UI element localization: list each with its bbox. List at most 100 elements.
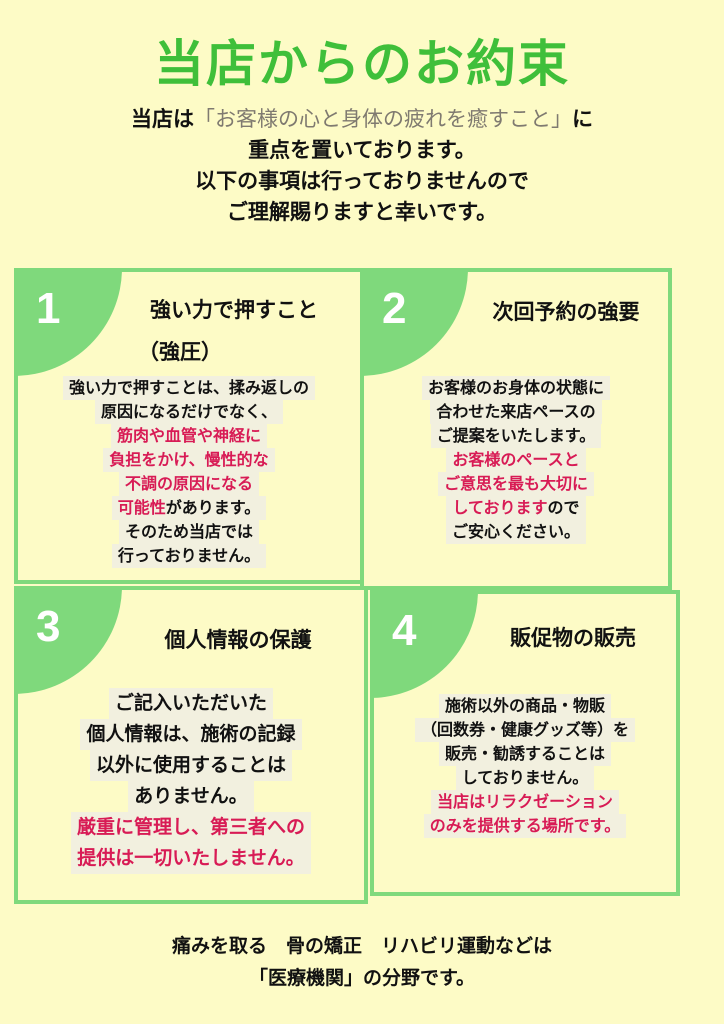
- card-corner-decoration: [18, 272, 122, 376]
- card-body-line: 個人情報は、施術の記録: [18, 719, 364, 750]
- card-body-line-text: 合わせた来店ペースの: [430, 400, 602, 424]
- card-body-line-text: 個人情報は、施術の記録: [80, 719, 302, 750]
- card-body-line-main: 負担をかけ、慢性的な: [109, 450, 269, 469]
- card-body-line-text: そのため当店では: [118, 520, 259, 544]
- card-body-line: 当店はリラクゼーション: [374, 790, 676, 814]
- card-body-line-main: 施術以外の商品・物販: [444, 696, 605, 715]
- card-body-line: しておりますので: [364, 496, 668, 520]
- intro-line-3: 以下の事項は行っておりませんので: [195, 169, 529, 193]
- card-number: 3: [36, 602, 61, 651]
- card-body-line-text: 販売・勧誘することは: [438, 742, 611, 766]
- card-body-line: 不調の原因になる: [18, 472, 360, 496]
- card-body-line-text: しておりますので: [446, 496, 586, 520]
- card-body-line-text: ご提案をいたします。: [430, 424, 602, 448]
- card-title-line-1: 個人情報の保護: [164, 628, 312, 652]
- intro-line-2: 重点を置いております。: [248, 138, 476, 162]
- promise-card-1: 1 強い力で押すこと （強圧） 強い力で押すことは、揉み返しの原因になるだけでな…: [14, 268, 364, 584]
- card-number: 1: [36, 284, 61, 333]
- card-body-line-main: お客様のお身体の状態に: [427, 378, 604, 397]
- card-body-line-suffix: があります。: [165, 498, 261, 517]
- card-body-line: 厳重に管理し、第三者への: [18, 812, 364, 843]
- card-body-line: 負担をかけ、慢性的な: [18, 448, 360, 472]
- card-body-line-text: お客様のお身体の状態に: [421, 376, 610, 400]
- card-body-line-text: 不調の原因になる: [118, 472, 259, 496]
- card-body-line-main: 合わせた来店ペースの: [436, 402, 596, 421]
- card-body-line: お客様のペースと: [364, 448, 668, 472]
- card-body-line-main: 行っておりません。: [117, 546, 261, 565]
- card-body-line-text: 強い力で押すことは、揉み返しの: [62, 376, 315, 400]
- card-body-line-text: 行っておりません。: [111, 544, 267, 568]
- card-body-line: お客様のお身体の状態に: [364, 376, 668, 400]
- footer-line-2: 「医療機関」の分野です。: [248, 967, 476, 989]
- card-title: 次回予約の強要: [472, 294, 660, 330]
- card-body-line-main: しております: [452, 498, 548, 517]
- card-body-line: そのため当店では: [18, 520, 360, 544]
- card-body-line-text: ありません。: [128, 781, 254, 812]
- card-body-line-text: 施術以外の商品・物販: [438, 694, 611, 718]
- card-body-line-main: 個人情報は、施術の記録: [86, 723, 296, 745]
- card-body-line-main: 不調の原因になる: [124, 474, 253, 493]
- card-body-line: 筋肉や血管や神経に: [18, 424, 360, 448]
- card-body-line-text: 負担をかけ、慢性的な: [103, 448, 275, 472]
- card-body-line: 可能性があります。: [18, 496, 360, 520]
- card-body-line-main: ご提案をいたします。: [436, 426, 596, 445]
- card-body-line-main: 販売・勧誘することは: [444, 744, 605, 763]
- card-body-line-text: 以外に使用することは: [89, 750, 292, 781]
- card-body-line: 施術以外の商品・物販: [374, 694, 676, 718]
- promise-card-4: 4 販促物の販売 施術以外の商品・物販（回数券・健康グッズ等）を販売・勧誘するこ…: [370, 590, 680, 896]
- card-body-line-main: 厳重に管理し、第三者への: [76, 816, 305, 838]
- card-body-line-text: 原因になるだけでなく、: [94, 400, 283, 424]
- card-body-line-text: しておりません。: [455, 766, 595, 790]
- card-body-line-suffix: ので: [547, 498, 580, 517]
- promise-card-2: 2 次回予約の強要 お客様のお身体の状態に合わせた来店ペースのご提案をいたします…: [360, 268, 672, 590]
- card-body-line: （回数券・健康グッズ等）を: [374, 718, 676, 742]
- card-body-line: 以外に使用することは: [18, 750, 364, 781]
- card-body: 強い力で押すことは、揉み返しの原因になるだけでなく、筋肉や血管や神経に負担をかけ…: [18, 376, 360, 568]
- card-body-line: ご意思を最も大切に: [364, 472, 668, 496]
- page-title: 当店からのお約束: [154, 35, 570, 93]
- card-body-line-main: ご意思を最も大切に: [443, 474, 588, 493]
- card-body-line-main: ご安心ください。: [451, 522, 580, 541]
- intro-line-1-post: に: [572, 107, 593, 131]
- card-body-line-main: 当店はリラクゼーション: [437, 792, 613, 811]
- card-body-line-main: 筋肉や血管や神経に: [116, 426, 261, 445]
- promise-card-3: 3 個人情報の保護 ご記入いただいた個人情報は、施術の記録以外に使用することはあ…: [14, 586, 368, 904]
- card-subtitle: （強圧）: [138, 334, 222, 370]
- card-body-line-text: ご記入いただいた: [108, 688, 273, 719]
- card-body-line: のみを提供する場所です。: [374, 814, 676, 838]
- card-body-line-text: 可能性があります。: [111, 496, 267, 520]
- card-body-line-main: ご記入いただいた: [114, 692, 267, 714]
- card-body-line: ありません。: [18, 781, 364, 812]
- card-body-line-main: お客様のペースと: [452, 450, 580, 469]
- card-body-line-main: 可能性: [117, 498, 166, 517]
- footer-note: 痛みを取る 骨の矯正 リハビリ運動などは 「医療機関」の分野です。: [0, 930, 724, 994]
- card-body-line-text: 厳重に管理し、第三者への: [70, 812, 311, 843]
- card-corner-decoration: [364, 272, 468, 376]
- card-body-line: ご安心ください。: [364, 520, 668, 544]
- card-body: ご記入いただいた個人情報は、施術の記録以外に使用することはありません。厳重に管理…: [18, 688, 364, 874]
- card-body-line-main: 以外に使用することは: [95, 754, 286, 776]
- card-title-line-2: （強圧）: [138, 340, 222, 364]
- card-body-line: 行っておりません。: [18, 544, 360, 568]
- card-title: 販促物の販売: [478, 620, 668, 656]
- card-body-line: 強い力で押すことは、揉み返しの: [18, 376, 360, 400]
- card-body-line-main: 提供は一切いたしません。: [77, 847, 305, 869]
- card-body: 施術以外の商品・物販 （回数券・健康グッズ等）を販売・勧誘することはしておりません…: [374, 694, 676, 838]
- card-body-line-main: （回数券・健康グッズ等）を: [420, 720, 629, 739]
- footer-line-1: 痛みを取る 骨の矯正 リハビリ運動などは: [171, 935, 552, 957]
- card-title-line-1: 次回予約の強要: [492, 300, 640, 324]
- card-body-line-text: （回数券・健康グッズ等）を: [414, 718, 635, 742]
- intro-line-1-pre: 当店は: [131, 107, 194, 131]
- card-body-line-main: 原因になるだけでなく、: [100, 402, 277, 421]
- card-body-line: 販売・勧誘することは: [374, 742, 676, 766]
- card-body-line-text: 筋肉や血管や神経に: [110, 424, 267, 448]
- card-body-line-main: 強い力で押すことは、揉み返しの: [68, 378, 309, 397]
- card-title: 強い力で押すこと: [118, 292, 350, 328]
- card-body-line-text: 当店はリラクゼーション: [431, 790, 619, 814]
- card-body-line: ご記入いただいた: [18, 688, 364, 719]
- card-number: 2: [382, 284, 407, 333]
- intro-quote: 「お客様の心と身体の疲れを癒すこと」: [194, 107, 572, 131]
- card-body-line: 原因になるだけでなく、: [18, 400, 360, 424]
- card-body-line-text: ご意思を最も大切に: [437, 472, 594, 496]
- card-body-line-text: のみを提供する場所です。: [423, 814, 627, 838]
